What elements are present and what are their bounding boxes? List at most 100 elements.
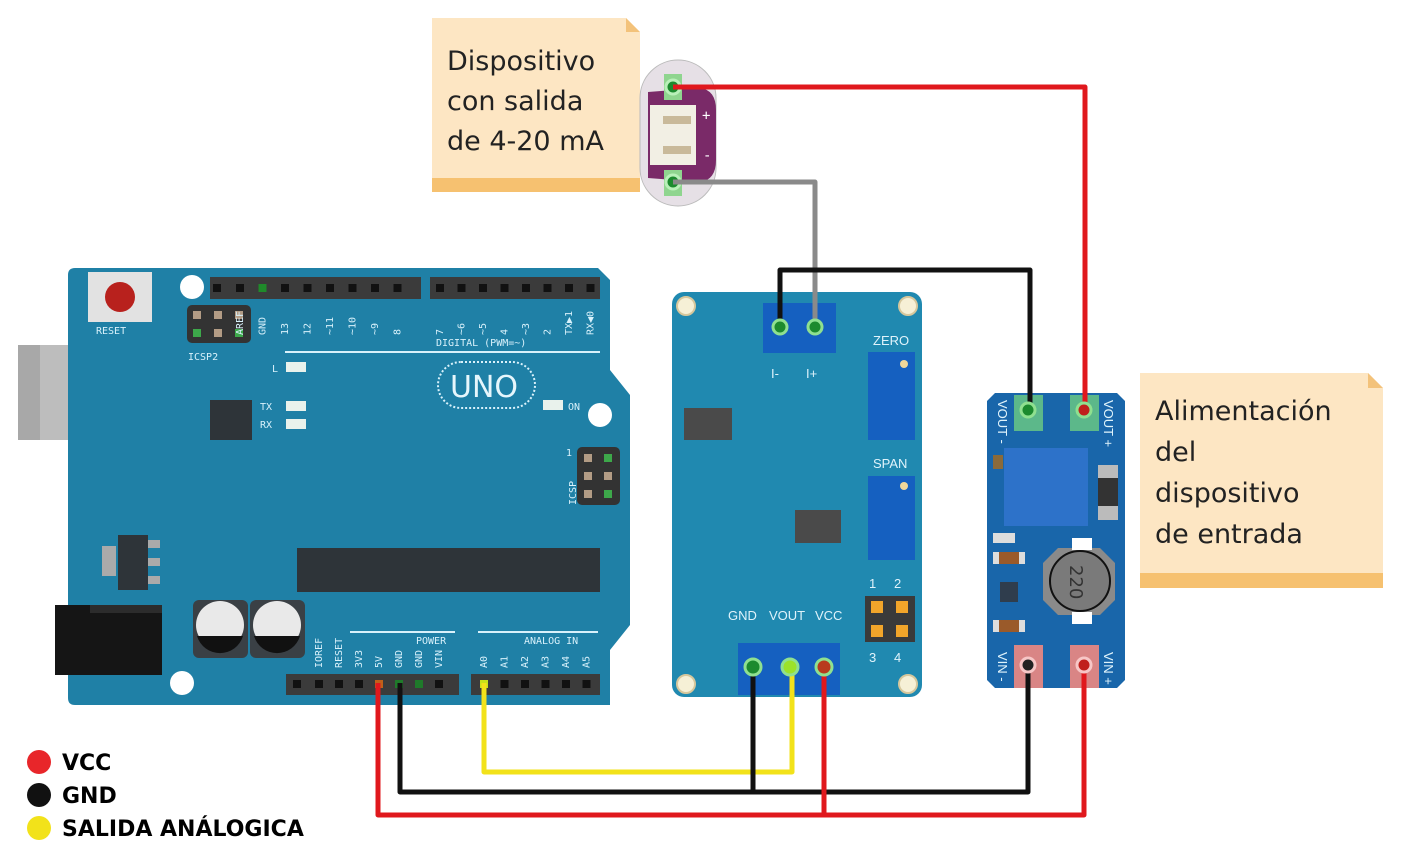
- boost-pin-vin-plus[interactable]: [1075, 656, 1093, 674]
- led-rx: [286, 419, 306, 429]
- digital-label: DIGITAL (PWM=~): [436, 338, 526, 349]
- header-pin[interactable]: [335, 680, 343, 688]
- header-pin[interactable]: [543, 284, 552, 292]
- arduino-uno-board: RESET ICSP2 L TX RX ON UNO 1 ICSP: [18, 268, 630, 705]
- terminal-pin-i-minus[interactable]: [771, 318, 789, 336]
- header-pin[interactable]: [586, 284, 595, 292]
- power-header[interactable]: [286, 674, 459, 695]
- header-pin[interactable]: [371, 284, 379, 292]
- header-pin[interactable]: [326, 284, 334, 292]
- header-pin[interactable]: [315, 680, 323, 688]
- terminal-pin-vcc[interactable]: [814, 657, 834, 677]
- pin-label: 2: [543, 329, 554, 335]
- header-pin[interactable]: [541, 680, 550, 688]
- header-pin[interactable]: [562, 680, 570, 688]
- led-l-label: L: [272, 364, 278, 375]
- boost-pin-vin-minus[interactable]: [1019, 656, 1037, 674]
- pin-label: 12: [303, 323, 314, 335]
- reset-label: RESET: [96, 326, 126, 337]
- header-pin[interactable]: [415, 680, 423, 688]
- zero-potentiometer[interactable]: [868, 352, 915, 440]
- in-minus-label: I-: [771, 366, 779, 381]
- span-label: SPAN: [873, 456, 907, 471]
- note-line: Alimentación: [1155, 396, 1332, 427]
- note-line: con salida: [447, 86, 583, 117]
- zero-label: ZERO: [873, 333, 909, 348]
- vout-plus-label: VOUT +: [1101, 400, 1116, 447]
- wire-red-vcc[interactable]: [375, 665, 1087, 818]
- icsp-pin1-label: 1: [566, 448, 572, 459]
- pin-label: 13: [280, 323, 291, 335]
- note-line: dispositivo: [1155, 478, 1300, 509]
- header-pin[interactable]: [500, 284, 509, 292]
- digital-header-a[interactable]: [210, 277, 421, 299]
- in-plus-label: I+: [806, 366, 817, 381]
- uno-logo: UNO: [450, 370, 518, 405]
- header-pin[interactable]: [565, 284, 573, 292]
- wire-gray-signal[interactable]: [673, 179, 818, 327]
- led-tx-label: TX: [260, 402, 272, 413]
- header-pin[interactable]: [436, 284, 444, 292]
- boost-pin-vout-plus[interactable]: [1075, 401, 1093, 419]
- header-pin[interactable]: [303, 284, 312, 292]
- wire-black-loop-return[interactable]: [777, 267, 1033, 410]
- inductor: [1049, 550, 1111, 612]
- legend-label: VCC: [62, 751, 111, 776]
- reset-button-cap[interactable]: [105, 282, 135, 312]
- span-potentiometer[interactable]: [868, 476, 915, 560]
- header-pin[interactable]: [348, 284, 357, 292]
- wire-yellow-analog[interactable]: [481, 667, 795, 775]
- wire-black-gnd[interactable]: [397, 665, 1031, 795]
- pin-label: TX▶1: [564, 311, 575, 335]
- terminal-pin-gnd[interactable]: [743, 657, 763, 677]
- boost-pin-vout-minus[interactable]: [1019, 401, 1037, 419]
- pin-label: 3V3: [354, 650, 365, 668]
- terminal-pin-vout[interactable]: [780, 657, 800, 677]
- pin-label: ~3: [521, 323, 532, 335]
- header-pin[interactable]: [582, 680, 591, 688]
- icsp2-label: ICSP2: [188, 352, 218, 363]
- jumper-label: 1: [869, 576, 876, 591]
- header-pin[interactable]: [213, 284, 221, 292]
- header-pin[interactable]: [500, 680, 509, 688]
- pin-label: 5V: [374, 656, 385, 668]
- pin-label: ~6: [457, 323, 468, 335]
- header-pin[interactable]: [355, 680, 363, 688]
- wire-red-device-supply[interactable]: [673, 84, 1088, 410]
- note-line: de 4-20 mA: [447, 126, 604, 157]
- wires: [375, 84, 1093, 818]
- pin-label: 7: [435, 329, 446, 335]
- header-pin[interactable]: [522, 284, 530, 292]
- header-pin[interactable]: [479, 284, 487, 292]
- terminal-pin-i-plus[interactable]: [806, 318, 824, 336]
- header-pin[interactable]: [258, 284, 267, 292]
- legend-label: GND: [62, 784, 117, 809]
- pin-label: ~9: [370, 323, 381, 335]
- pin-label: A4: [561, 656, 572, 668]
- pin-label: A2: [520, 656, 531, 668]
- digital-header-b[interactable]: [430, 277, 600, 299]
- pin-label: RX◀0: [586, 311, 597, 335]
- pin-label: IOREF: [314, 638, 325, 668]
- legend-label: SALIDA ANÁLOGICA: [62, 816, 304, 842]
- header-pin[interactable]: [521, 680, 529, 688]
- legend-swatch: [27, 750, 51, 774]
- header-pin[interactable]: [393, 284, 402, 292]
- pin-label: AREF: [235, 311, 246, 335]
- header-pin[interactable]: [457, 284, 466, 292]
- pin-label: VIN: [434, 650, 445, 668]
- gnd-label: GND: [728, 608, 757, 623]
- pin-label: GND: [414, 650, 425, 668]
- jumper-label: 3: [869, 650, 876, 665]
- header-pin[interactable]: [236, 284, 244, 292]
- analog-header[interactable]: [471, 674, 600, 695]
- pin-label: A0: [479, 656, 490, 668]
- vin-minus-label: VIN -: [995, 652, 1010, 682]
- jumper-label: 2: [894, 576, 901, 591]
- header-pin[interactable]: [293, 680, 301, 688]
- trimmer-potentiometer[interactable]: [1004, 448, 1088, 526]
- vout-label: VOUT: [769, 608, 805, 623]
- pin-label: ~5: [478, 323, 489, 335]
- header-pin[interactable]: [281, 284, 289, 292]
- header-pin[interactable]: [435, 680, 443, 688]
